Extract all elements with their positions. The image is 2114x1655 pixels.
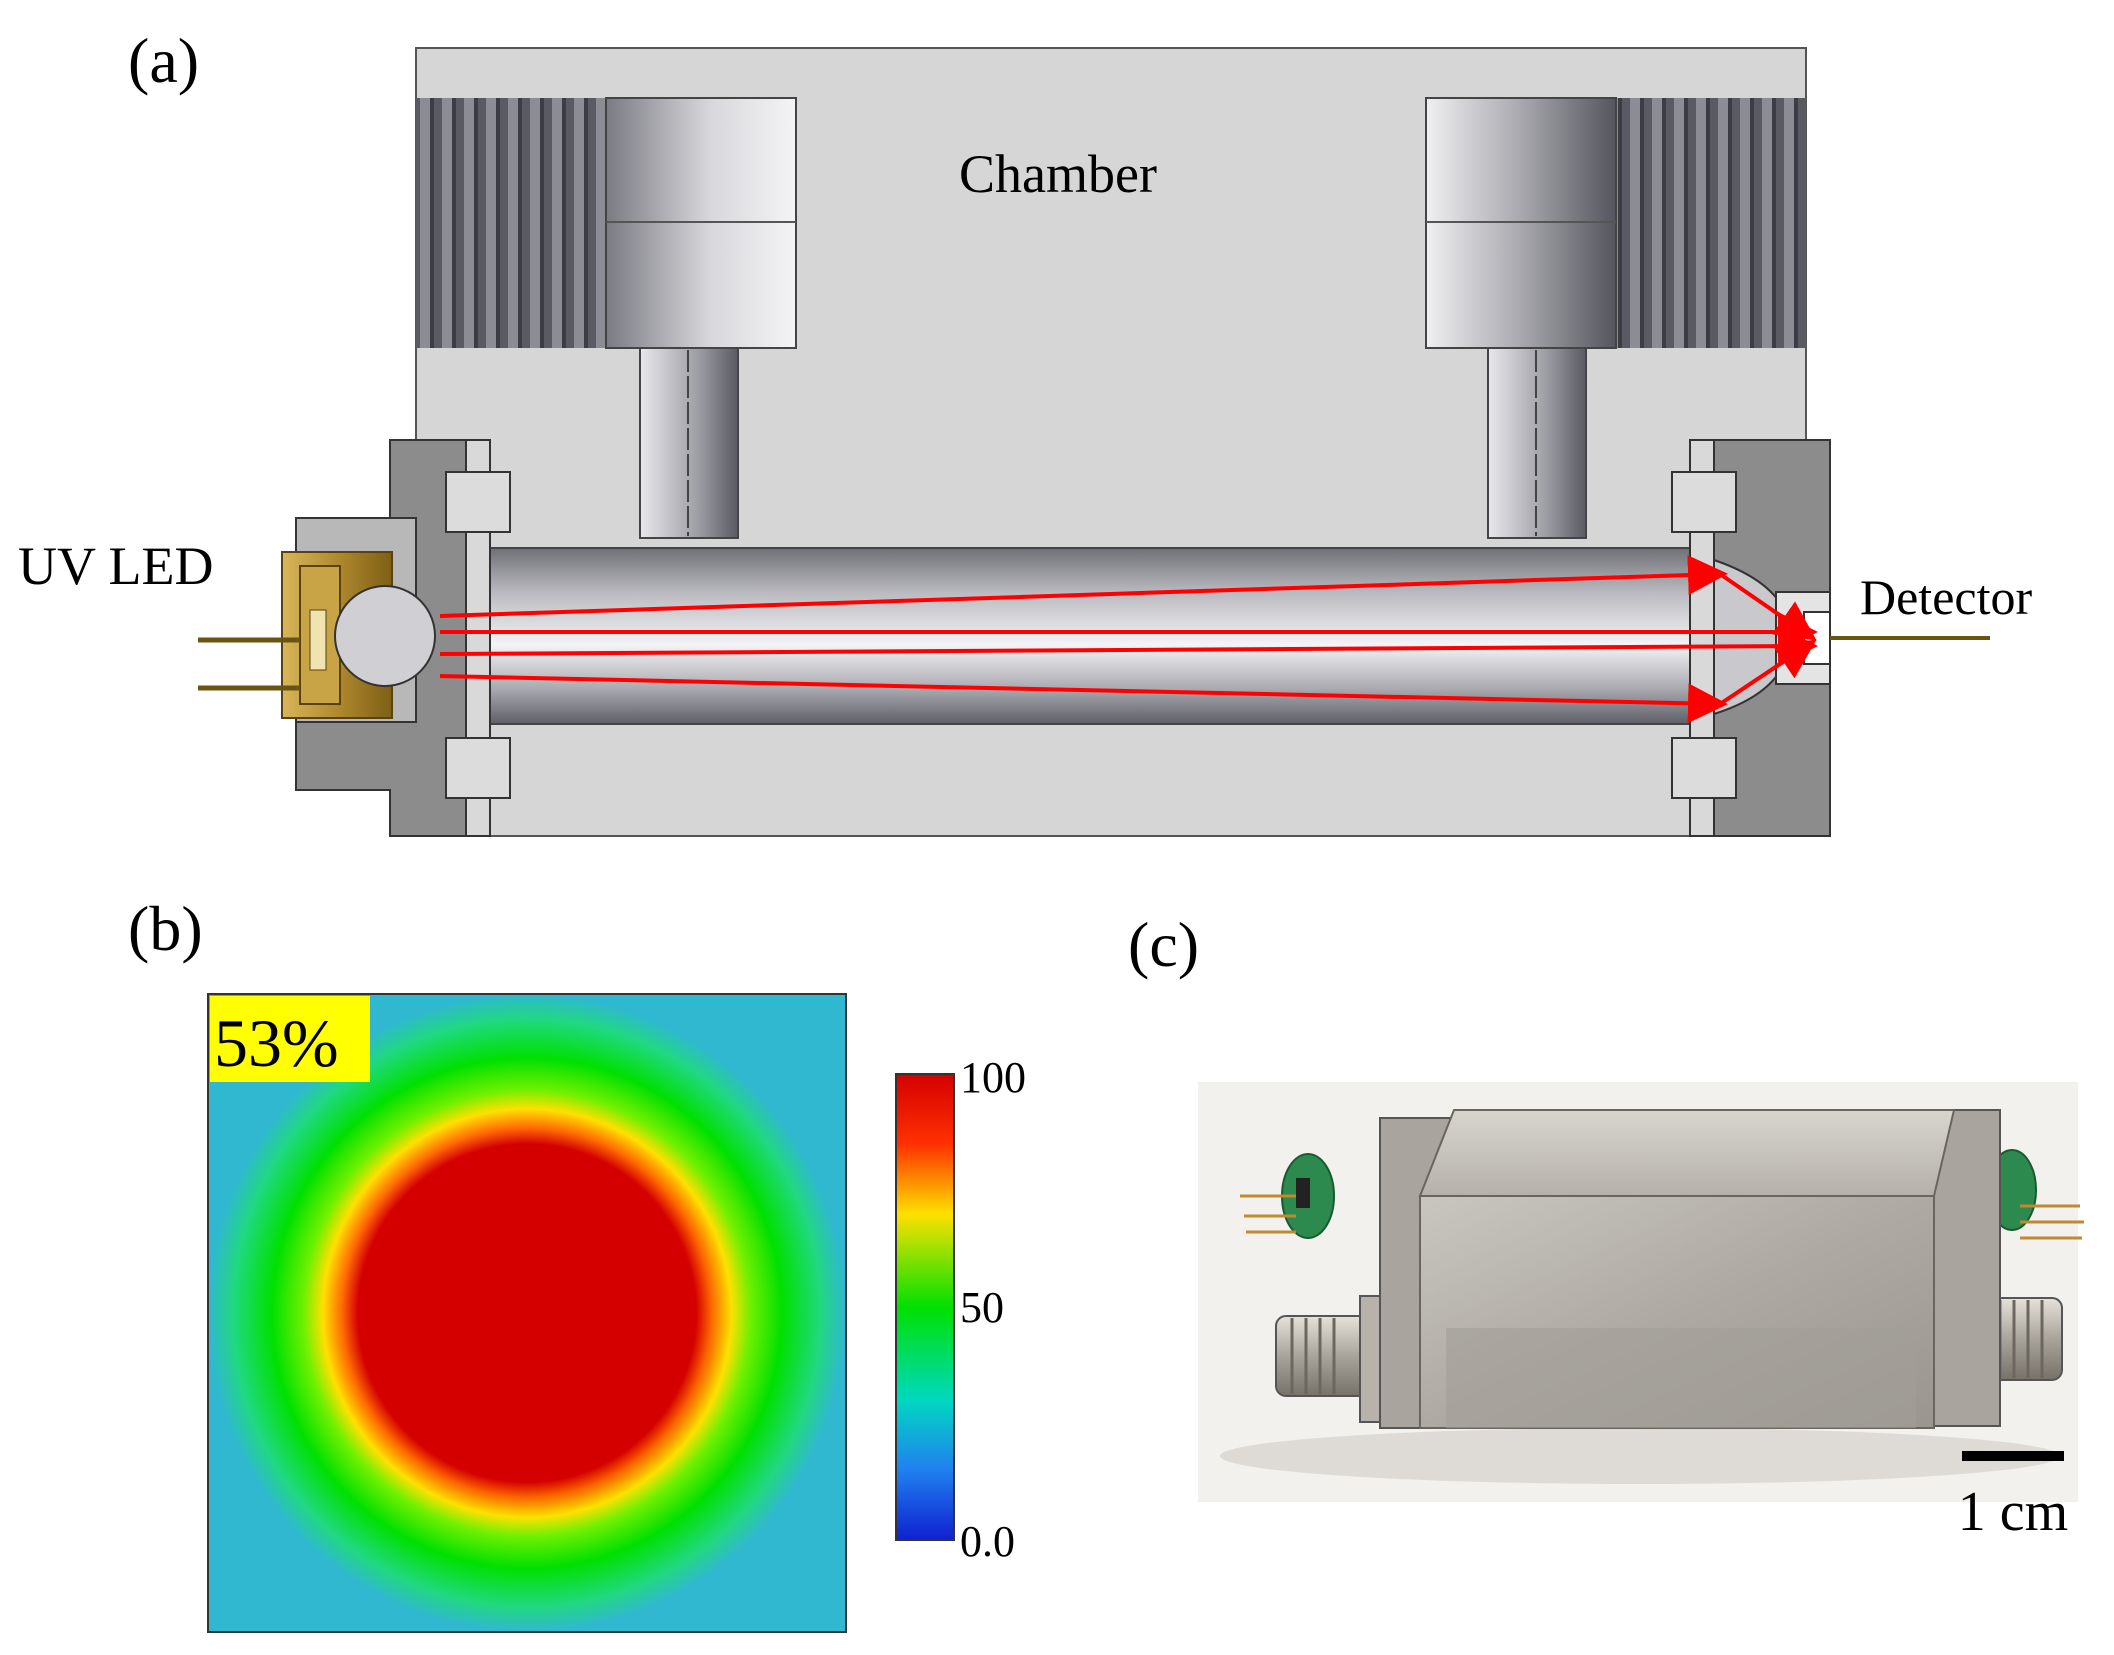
ray-1 [439,555,1728,618]
detector-chip [1803,611,1831,665]
right-thread [1616,98,1806,348]
ray-3 [439,626,1818,667]
efficiency-value: 53% [214,1005,339,1081]
colorbar-tick-min: 0.0 [960,1517,1015,1566]
panel-c: (c) [1128,909,2084,1543]
panel-a: (a) Chamber UV LED [18,25,2032,837]
right-bolt-bottom [1671,737,1737,799]
panel-b: (b) 53% 100 50 0.0 [128,893,1026,1633]
chamber-label: Chamber [959,144,1157,204]
left-bolt-top [445,471,511,533]
left-thread [416,98,606,348]
ray-4-reflected [1718,639,1817,706]
light-rays [439,555,1818,724]
panel-b-label: (b) [128,893,203,964]
scale-bar-label: 1 cm [1958,1481,2068,1543]
left-bolt-bottom [445,737,511,799]
colorbar-tick-max: 100 [960,1053,1026,1102]
ray-4 [439,674,1728,724]
colorbar-tick-mid: 50 [960,1283,1004,1332]
heatmap [208,994,846,1632]
photo-shadow [1220,1428,2060,1484]
block-top-face [1418,1109,1956,1197]
colorbar [895,1073,955,1541]
right-bolt-top [1671,471,1737,533]
ball-lens [334,585,436,687]
efficiency-badge [210,996,370,1082]
panel-a-label: (a) [128,25,199,96]
uv-led-label: UV LED [18,536,214,596]
detector-label: Detector [1860,569,2032,625]
panel-c-label: (c) [1128,909,1199,980]
optical-tube [469,547,1731,725]
